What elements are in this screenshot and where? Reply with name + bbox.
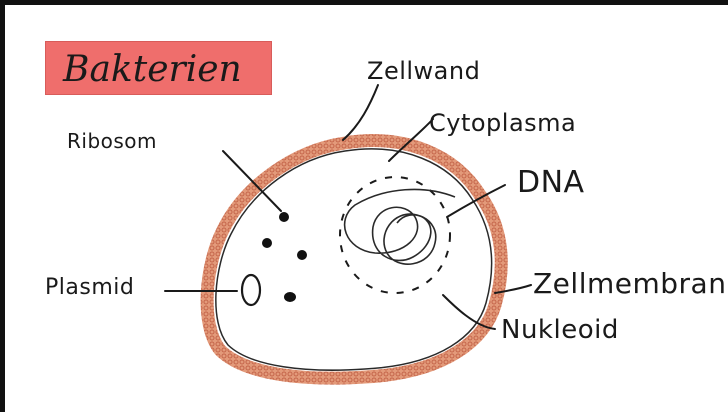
ribosome	[297, 250, 307, 260]
label-nukleoid: Nukleoid	[501, 315, 619, 345]
label-ribosom: Ribosom	[67, 129, 157, 153]
ribosome	[262, 238, 272, 248]
label-zellwand: Zellwand	[367, 57, 480, 85]
label-dna: DNA	[517, 165, 585, 200]
label-plasmid: Plasmid	[45, 275, 134, 300]
ribosome	[284, 292, 296, 302]
label-cytoplasma: Cytoplasma	[429, 109, 576, 137]
label-zellmembran: Zellmembran	[533, 267, 726, 300]
zellwand-pointer	[343, 85, 378, 140]
ribosome	[279, 212, 289, 222]
